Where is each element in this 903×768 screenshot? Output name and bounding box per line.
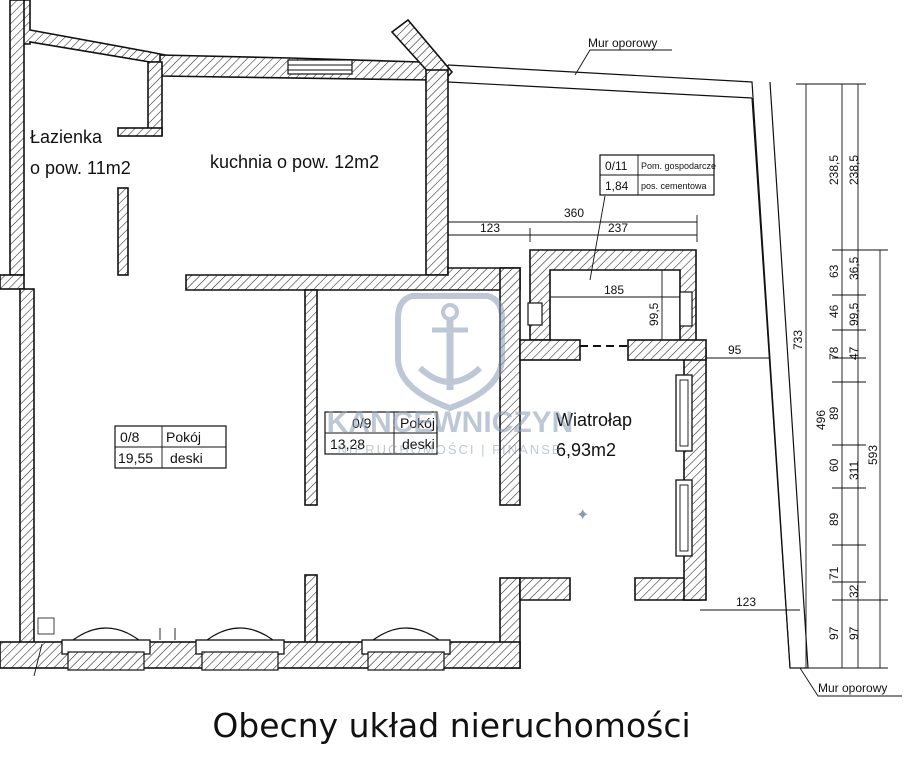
retaining-wall-label-bottom: Mur oporowy xyxy=(818,681,887,695)
dim-733: 733 xyxy=(791,330,805,350)
anchor-shield-icon xyxy=(395,293,505,412)
room-label-vestibule-title: Wiatrołap xyxy=(556,410,632,430)
dim-chain-a-6: 89 xyxy=(827,512,841,526)
dim-496: 496 xyxy=(814,410,828,430)
vestibule-windows xyxy=(675,374,693,557)
dim-chain-a-7: 71 xyxy=(827,566,841,580)
dim-593: 593 xyxy=(866,445,880,465)
watermark-brand: KANCEWNICZYN xyxy=(327,406,574,439)
room-011-area: 1,84 xyxy=(605,179,629,193)
dim-238-5-b: 238,5 xyxy=(847,155,861,185)
dimension-labels: 360 123 237 185 99,5 95 123 733 496 238,… xyxy=(480,155,880,640)
dim-chain-b-3: 47 xyxy=(847,346,861,360)
watermark: KANCEWNICZYN NIERUCHOMOŚCI | FINANSE xyxy=(327,293,574,457)
room-011-name: Pom. gospodarcze xyxy=(641,161,716,171)
sparkle-icon: ✦ xyxy=(576,507,589,524)
dim-chain-b-1: 36,5 xyxy=(847,256,861,280)
plan-caption: Obecny układ nieruchomości xyxy=(212,706,691,745)
dim-chain-a-3: 78 xyxy=(827,346,841,360)
dim-311: 311 xyxy=(847,461,861,480)
dimension-lines xyxy=(447,83,888,669)
room-011-floor: pos. cementowa xyxy=(641,181,707,191)
room-label-bathroom-title: Łazienka xyxy=(30,127,103,147)
room-08-floor: deski xyxy=(170,450,203,466)
room-label-bathroom-area: o pow. 11m2 xyxy=(30,158,131,178)
dim-chain-a-8: 97 xyxy=(827,626,841,640)
room-label-kitchen: kuchnia o pow. 12m2 xyxy=(210,152,379,172)
room-09-area: 13,28 xyxy=(330,436,365,452)
room-09-name: Pokój xyxy=(400,415,435,431)
dim-chain-b-4: 32 xyxy=(847,584,861,598)
room-08-number: 0/8 xyxy=(120,429,140,445)
bottom-windows xyxy=(33,617,451,677)
dim-123-bottom: 123 xyxy=(736,595,756,609)
dim-360: 360 xyxy=(564,206,584,220)
retaining-wall-label-top: Mur oporowy xyxy=(588,36,657,50)
room-label-vestibule-area: 6,93m2 xyxy=(556,440,616,460)
dim-95: 95 xyxy=(728,343,742,357)
room-09-number: 0/9 xyxy=(352,415,372,431)
room-tag-011: 0/11 Pom. gospodarcze 1,84 pos. cementow… xyxy=(599,154,716,196)
room-08-name: Pokój xyxy=(166,429,201,445)
room-tag-08: 0/8 Pokój 19,55 deski xyxy=(114,425,227,469)
dim-chain-a-2: 46 xyxy=(827,304,841,318)
walls xyxy=(0,0,707,669)
dim-238-5-a: 238,5 xyxy=(827,155,841,185)
dim-185: 185 xyxy=(604,283,624,297)
watermark-subtitle: NIERUCHOMOŚCI | FINANSE xyxy=(338,442,563,457)
room-08-area: 19,55 xyxy=(118,450,153,466)
retaining-wall xyxy=(447,49,902,697)
dim-chain-b-5: 97 xyxy=(847,626,861,640)
room-011-number: 0/11 xyxy=(605,159,628,173)
dim-chain-a-5: 60 xyxy=(827,458,841,472)
room-tag-09: 0/9 Pokój 13,28 deski xyxy=(324,411,438,455)
dim-237: 237 xyxy=(608,221,628,235)
dim-chain-b-2: 99,5 xyxy=(847,302,861,326)
dim-chain-a-4: 89 xyxy=(827,406,841,420)
dim-chain-a-1: 63 xyxy=(827,264,841,278)
dim-99-5-storage: 99,5 xyxy=(647,302,661,326)
dim-123-top: 123 xyxy=(480,221,500,235)
room-09-floor: deski xyxy=(402,436,435,452)
